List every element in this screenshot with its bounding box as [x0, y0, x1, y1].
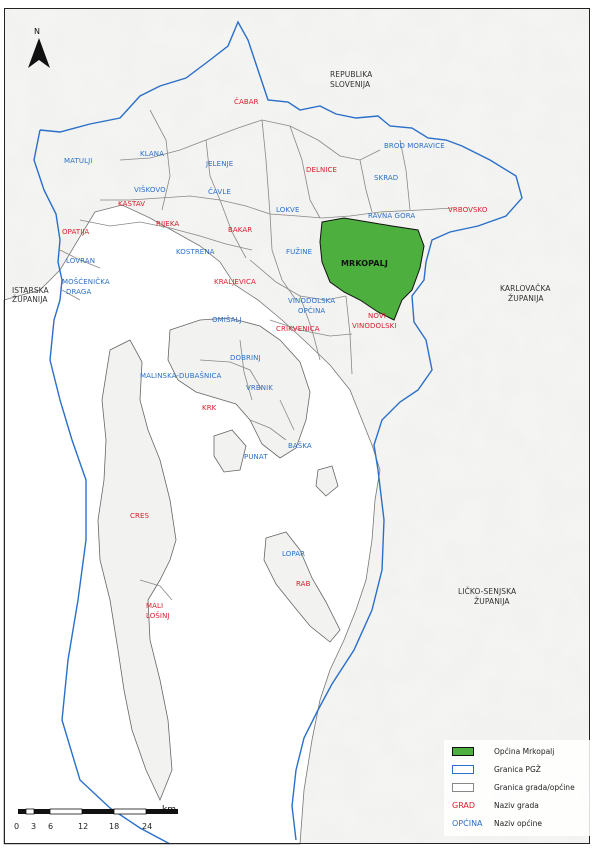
island-cres — [97, 339, 177, 802]
label-bakar: BAKAR — [228, 226, 252, 234]
legend-label: Naziv grada — [494, 800, 539, 810]
label-licko-2: ŽUPANIJA — [474, 597, 510, 606]
scale-tick: 3 — [31, 822, 37, 831]
region-labels: REPUBLIKA SLOVENIJA ISTARSKA ŽUPANIJA KA… — [12, 70, 551, 606]
island-rab — [263, 531, 341, 643]
label-klana: KLANA — [140, 150, 164, 158]
scale-tick: 0 — [14, 822, 20, 831]
label-malinska: MALINSKA-DUBAŠNICA — [140, 371, 222, 380]
label-novi-2: VINODOLSKI — [352, 322, 397, 330]
label-slovenia-1: REPUBLIKA — [330, 70, 373, 79]
scale-tick: 12 — [78, 822, 89, 831]
label-skrad: SKRAD — [374, 174, 398, 182]
label-delnice: DELNICE — [306, 166, 337, 174]
label-jelenje: JELENJE — [205, 160, 233, 168]
island-small-1 — [213, 429, 247, 473]
north-label: N — [34, 27, 40, 36]
legend-item-grad: GRAD Naziv grada — [452, 798, 539, 812]
label-viskovo: VIŠKOVO — [134, 185, 166, 194]
label-crikvenica: CRIKVENICA — [276, 325, 320, 333]
island-krk — [167, 317, 311, 459]
legend-label: Općina Mrkopalj — [494, 746, 555, 756]
legend-swatch-blue — [452, 764, 474, 774]
legend-item-mrkopalj: Općina Mrkopalj — [452, 744, 554, 758]
label-vrbnik: VRBNIK — [246, 384, 273, 392]
label-kraljevica: KRALJEVICA — [214, 278, 256, 286]
legend-item-opcina: OPĆINA Naziv općine — [452, 816, 542, 830]
city-labels: ČABAR DELNICE VRBOVSKO KASTAV OPATIJA RI… — [62, 97, 488, 620]
municipality-labels: BROD MORAVICE SKRAD RAVNA GORA LOKVE FUŽ… — [62, 142, 445, 558]
scale-tick: 24 — [142, 822, 153, 831]
label-lokve: LOKVE — [276, 206, 299, 214]
label-mali-2: LOŠINJ — [146, 611, 170, 620]
label-rab: RAB — [296, 580, 311, 588]
county-border — [33, 20, 523, 845]
label-brod-moravice: BROD MORAVICE — [384, 142, 445, 150]
islands — [97, 317, 341, 802]
label-istarska-1: ISTARSKA — [12, 286, 50, 295]
label-cabar: ČABAR — [234, 97, 259, 106]
legend-swatch-green — [452, 746, 474, 756]
scale-tick: 6 — [48, 822, 54, 831]
label-baska: BAŠKA — [288, 441, 312, 450]
label-kostrena: KOSTRENA — [176, 248, 215, 256]
label-opatija: OPATIJA — [62, 228, 89, 236]
legend-code-opcina: OPĆINA — [452, 818, 483, 828]
label-mali-1: MALI — [146, 602, 163, 610]
label-dobrinj: DOBRINJ — [230, 354, 261, 362]
label-moscenicka-1: MOŠĆENIČKA — [62, 277, 110, 286]
island-small-2 — [315, 465, 339, 497]
label-moscenicka-2: DRAGA — [66, 288, 91, 296]
label-slovenia-2: SLOVENIJA — [330, 80, 371, 89]
municipal-borders — [59, 109, 453, 601]
scale-tick: 18 — [109, 822, 120, 831]
legend-label: Granica PGŽ — [494, 764, 541, 774]
north-arrow: N — [24, 22, 54, 72]
label-cres: CRES — [130, 512, 149, 520]
label-lopar: LOPAR — [282, 550, 305, 558]
north-arrow-icon: N — [28, 27, 50, 68]
scale-unit: km — [162, 805, 176, 815]
label-vinodolska-2: OPĆINA — [298, 306, 325, 315]
scale-bar: km 0 3 6 12 18 24 — [14, 800, 194, 840]
label-ravna-gora: RAVNA GORA — [368, 212, 415, 220]
label-karlovacka-1: KARLOVAČKA — [500, 284, 551, 293]
mrkopalj-area — [319, 217, 425, 321]
label-mrkopalj: MRKOPALJ — [341, 259, 388, 268]
legend-item-county-border: Granica PGŽ — [452, 762, 541, 776]
legend-item-municipal-border: Granica grada/općine — [452, 780, 575, 794]
legend-code-grad: GRAD — [452, 800, 476, 810]
label-vinodolska-1: VINODOLSKA — [288, 297, 335, 305]
label-krk: KRK — [202, 404, 217, 412]
scale-bar-graphic: km — [18, 805, 178, 815]
label-fuzine: FUŽINE — [286, 247, 312, 256]
legend-label: Granica grada/općine — [494, 782, 575, 792]
label-licko-1: LIČKO-SENJSKA — [458, 587, 517, 596]
label-matulji: MATULJI — [64, 157, 92, 165]
legend-swatch-gray — [452, 782, 474, 792]
legend-label: Naziv općine — [494, 818, 542, 828]
label-punat: PUNAT — [244, 453, 268, 461]
label-novi-1: NOVI — [368, 312, 386, 320]
label-istarska-2: ŽUPANIJA — [12, 295, 48, 304]
label-kastav: KASTAV — [118, 200, 145, 208]
label-lovran: LOVRAN — [66, 257, 95, 265]
legend: Općina Mrkopalj Granica PGŽ Granica grad… — [444, 740, 592, 836]
label-vrbovsko: VRBOVSKO — [448, 206, 488, 214]
label-rijeka: RIJEKA — [156, 220, 179, 228]
label-cavle: ČAVLE — [208, 187, 231, 196]
label-omisalj: OMIŠALJ — [212, 315, 242, 324]
label-karlovacka-2: ŽUPANIJA — [508, 294, 544, 303]
